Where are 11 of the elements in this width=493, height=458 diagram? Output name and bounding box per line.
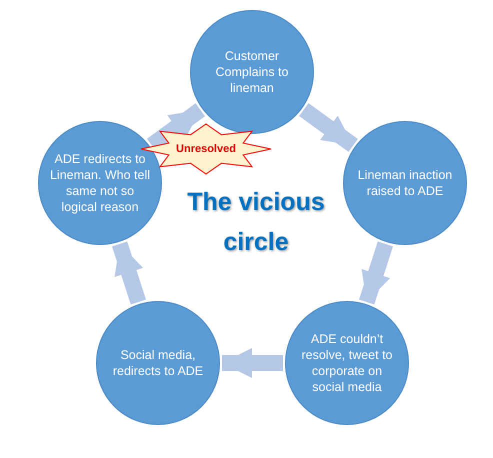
circle-label: ADE redirects to Lineman. Who tell same not so logical reason bbox=[49, 151, 151, 215]
block-arrow bbox=[112, 241, 146, 305]
block-arrow bbox=[359, 241, 393, 305]
circle-label: Social media, redirects to ADE bbox=[112, 347, 204, 379]
diagram-title: The vicious circle bbox=[186, 187, 326, 258]
circle-label: Lineman inaction raised to ADE bbox=[356, 167, 454, 199]
block-arrow bbox=[222, 348, 283, 378]
block-arrow bbox=[299, 103, 358, 152]
circle-label: Customer Complains to lineman bbox=[214, 48, 290, 96]
circle-label: ADE couldn’t resolve, tweet to corporate on social media bbox=[300, 331, 394, 395]
starburst-label: Unresolved bbox=[176, 142, 236, 157]
